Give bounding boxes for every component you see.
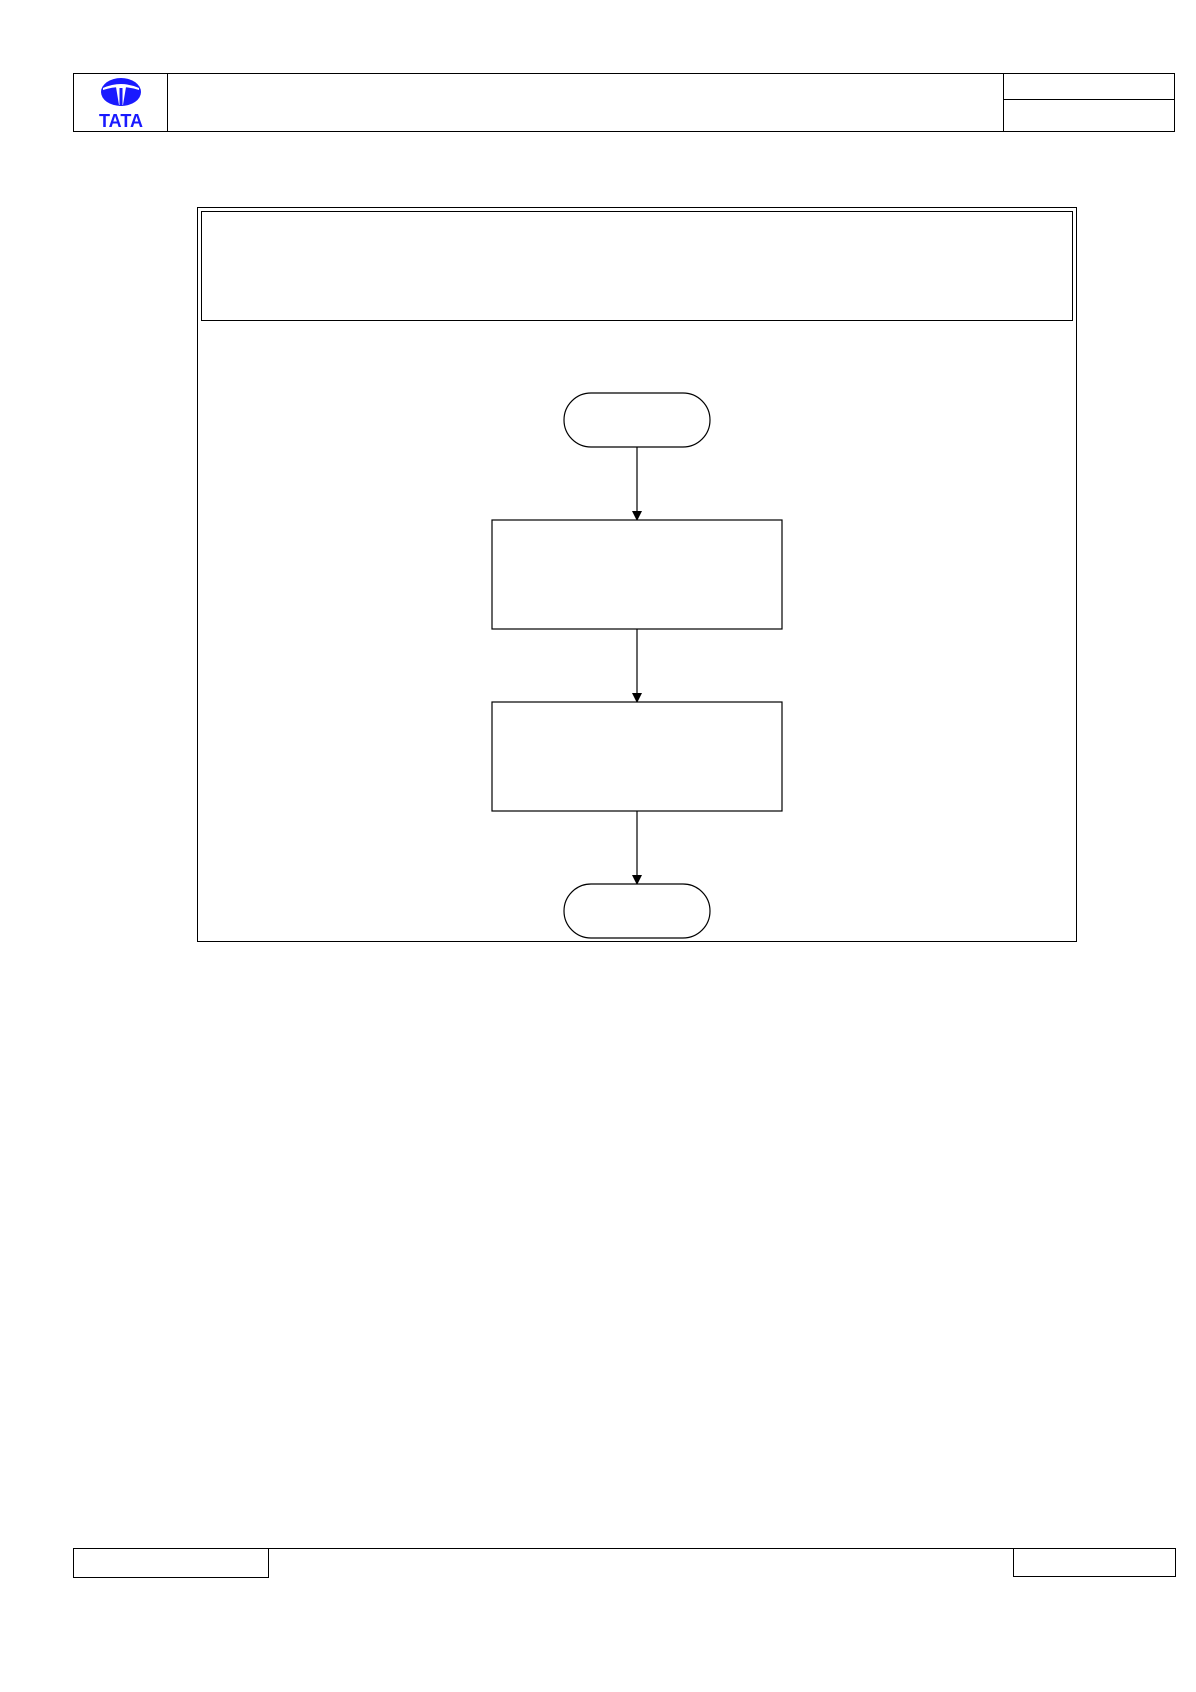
- footer-right-box: [1013, 1548, 1176, 1577]
- end-label: [564, 884, 710, 938]
- footer-left-box: [73, 1548, 269, 1578]
- document-ref-bottom: [1003, 100, 1175, 132]
- diagram-title-box: [201, 211, 1073, 321]
- logo-cell: [73, 73, 168, 132]
- diagram-frame: [197, 207, 1077, 942]
- svg-text:TATA: TATA: [99, 111, 143, 130]
- step2-label: [492, 702, 782, 811]
- document-title: [168, 73, 1003, 132]
- step1-label: [492, 520, 782, 629]
- tata-logo: TATA: [88, 76, 154, 131]
- start-label: [564, 393, 710, 447]
- document-ref-top: [1003, 73, 1175, 100]
- footer-rule: [73, 1548, 1175, 1549]
- header-frame: [73, 73, 1175, 132]
